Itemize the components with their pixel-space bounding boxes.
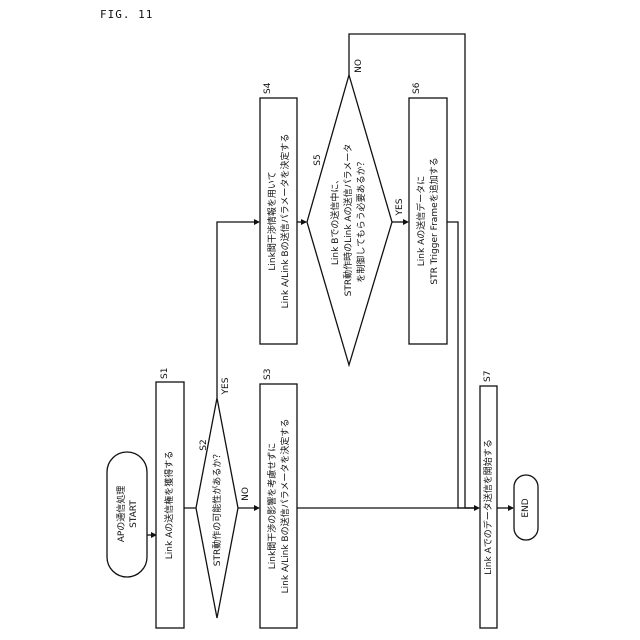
arrow-s2-no-s3 <box>254 505 260 511</box>
arrow-s5-yes-s6 <box>403 219 409 225</box>
decision-s5: Link Bでの送信中に、 STR動作時のLink Aの送信パラメータ を制御し… <box>307 59 405 365</box>
s6-label-line2: STR Trigger Frameを追加する <box>428 157 440 284</box>
connector-s2-yes-s4 <box>217 222 258 398</box>
s2-no-label: NO <box>241 487 251 501</box>
step-s4: Link間干渉情報を用いて Link A/Link Bの送信パラメータを決定する… <box>260 82 297 344</box>
s5-step-number: S5 <box>313 154 323 165</box>
step-s7: Link Aでのデータ送信を開始する S7 <box>480 371 497 628</box>
step-s1: Link Aの送信権を獲得する S1 <box>156 368 184 628</box>
decision-s2: STR動作の可能性があるか？ S2 YES NO <box>196 377 251 618</box>
s5-no-label: NO <box>354 59 364 73</box>
s5-label-line1: Link Bでの送信中に、 <box>329 175 341 265</box>
arrow-into-s7 <box>474 505 480 511</box>
start-label-line2: START <box>129 500 139 528</box>
s1-label: Link Aの送信権を獲得する <box>163 451 175 559</box>
step-s3: Link間干渉の影響を考慮せずに Link A/Link Bの送信パラメータを決… <box>260 369 297 628</box>
end-terminal: END <box>514 475 538 540</box>
arrow-s4-s5 <box>301 219 307 225</box>
s3-label-line1: Link間干渉の影響を考慮せずに <box>266 443 278 569</box>
end-label: END <box>521 498 531 517</box>
s6-label-line1: Link Aの送信データに <box>415 176 427 266</box>
s3-step-number: S3 <box>263 369 273 380</box>
arrow-s7-end <box>508 505 514 511</box>
s5-label-line3: を制御してもらう必要あるか？ <box>355 157 367 282</box>
s5-yes-label: YES <box>395 198 405 216</box>
s5-label-line2: STR動作時のLink Aの送信パラメータ <box>342 144 354 297</box>
s2-yes-label: YES <box>221 377 231 395</box>
s2-step-number: S2 <box>199 439 209 450</box>
s4-step-number: S4 <box>263 82 273 94</box>
s1-step-number: S1 <box>160 368 170 379</box>
start-terminal: APの通信処理 START <box>107 452 147 577</box>
step-s6: Link Aの送信データに STR Trigger Frameを追加する S6 <box>409 82 447 344</box>
connector-s6-s7 <box>447 222 478 508</box>
arrow-s2-yes-s4 <box>254 219 260 225</box>
s3-label-line2: Link A/Link Bの送信パラメータを決定する <box>279 419 291 594</box>
s7-label: Link Aでのデータ送信を開始する <box>482 439 494 574</box>
start-label-line1: APの通信処理 <box>115 486 127 543</box>
s7-step-number: S7 <box>483 371 493 382</box>
s2-label: STR動作の可能性があるか？ <box>211 450 223 566</box>
s6-step-number: S6 <box>412 82 422 94</box>
s4-label-line2: Link A/Link Bの送信パラメータを決定する <box>279 134 291 309</box>
s4-label-line1: Link間干渉情報を用いて <box>266 171 278 270</box>
